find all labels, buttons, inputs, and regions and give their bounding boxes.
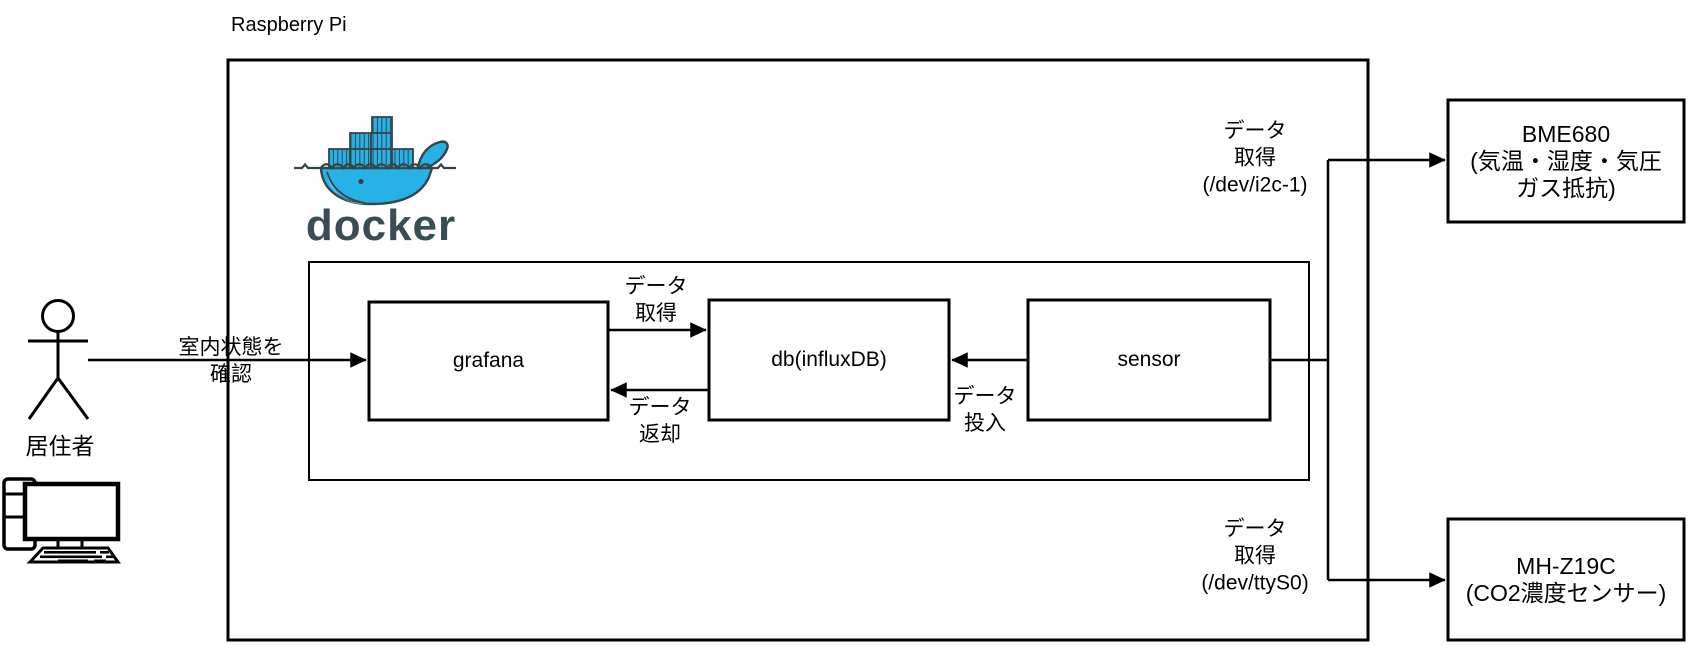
grafana-node-box xyxy=(367,300,610,422)
raspberry-pi-box xyxy=(226,58,1370,642)
edge-label-check-room-state: 室内状態を 確認 xyxy=(178,336,284,386)
docker-logo-icon xyxy=(294,116,456,206)
bme680-node-label: BME680 (気温・湿度・気圧 ガス抵抗) xyxy=(1470,120,1662,201)
person-icon xyxy=(27,299,90,420)
edge-label-data-return: データ 返却 xyxy=(628,396,692,446)
computer-icon xyxy=(2,477,121,564)
edge-label-data-fetch: データ 取得 xyxy=(624,275,688,325)
edge-label-data-insert: データ 投入 xyxy=(953,385,1017,435)
mhz19c-node-box xyxy=(1446,517,1686,642)
docker-group-box xyxy=(308,261,1310,481)
db-node-box xyxy=(707,298,951,422)
connector-sensor-trunk xyxy=(1270,160,1330,580)
raspberry-pi-title: Raspberry Pi xyxy=(231,14,347,36)
bme680-node-box xyxy=(1446,98,1686,224)
edge-label-data-fetch-i2c: データ 取得 (/dev/i2c-1) xyxy=(1202,119,1308,197)
db-node-label: db(influxDB) xyxy=(771,348,887,371)
resident-label: 居住者 xyxy=(25,433,95,459)
docker-wordmark: docker xyxy=(305,201,457,250)
grafana-node-label: grafana xyxy=(452,349,525,372)
sensor-node-label: sensor xyxy=(1117,348,1181,371)
mhz19c-node-label: MH-Z19C (CO2濃度センサー) xyxy=(1465,552,1667,606)
edge-label-data-fetch-ttys0: データ 取得 (/dev/ttyS0) xyxy=(1201,517,1309,595)
